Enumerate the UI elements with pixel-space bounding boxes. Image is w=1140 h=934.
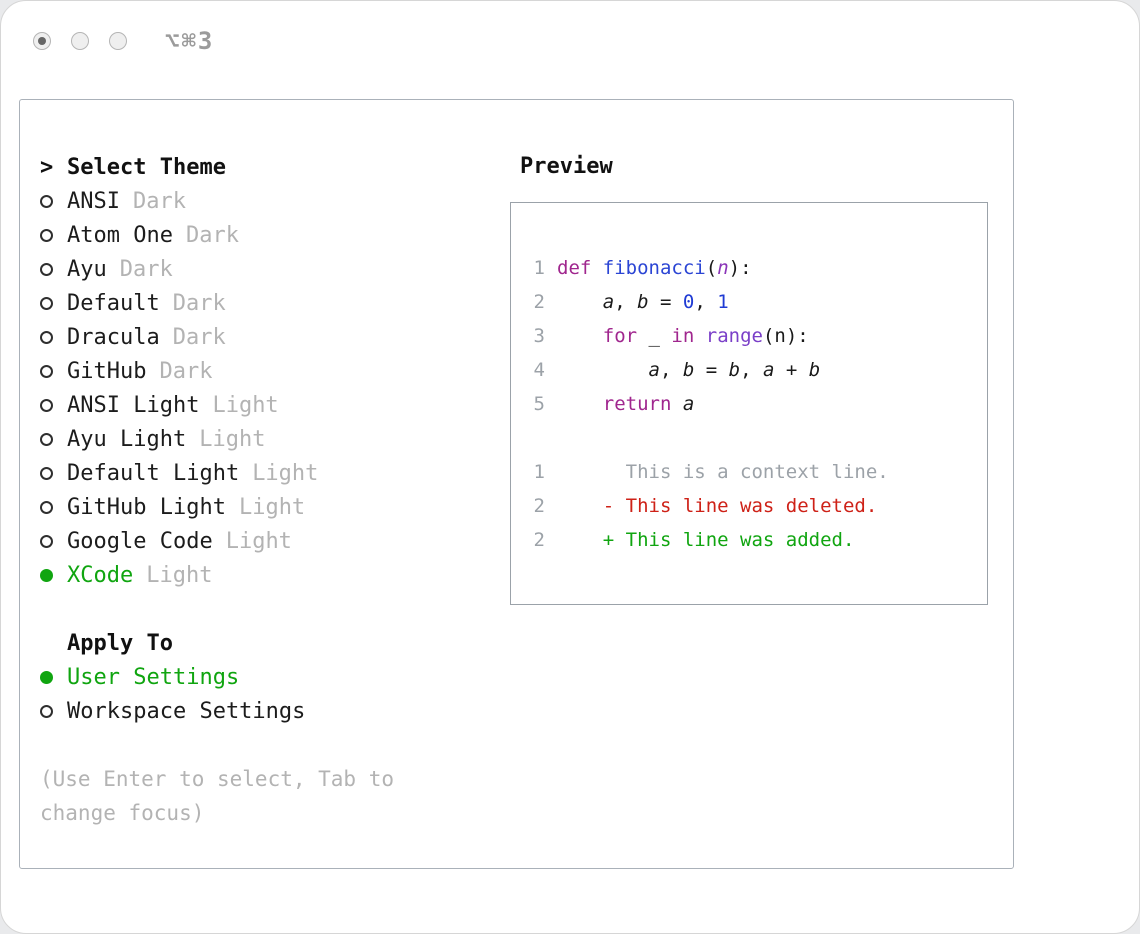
radio-icon (40, 330, 53, 344)
code-line: 2 - This line was deleted. (533, 489, 971, 523)
variant-label: Light (238, 494, 306, 520)
line-number: 1 (533, 257, 545, 279)
option-label: Ayu Light (67, 426, 187, 452)
option-label: User Settings (67, 664, 240, 690)
code-text: a, b = 0, 1 (602, 291, 729, 313)
variant-label: Light (146, 562, 213, 588)
theme-option[interactable]: Dracula Dark (40, 320, 490, 354)
radio-icon (40, 500, 53, 514)
theme-option[interactable]: ANSI Light Light (40, 388, 490, 422)
apply-to-title: Apply To (40, 626, 490, 660)
code-line: 2 a, b = 0, 1 (533, 285, 971, 319)
theme-option[interactable]: Ayu Dark (40, 252, 490, 286)
theme-option[interactable]: Google Code Light (40, 524, 490, 558)
option-label: ANSI (67, 188, 120, 214)
option-label: GitHub (67, 358, 147, 384)
radio-selected-icon (40, 670, 53, 684)
window-control-zoom-icon[interactable] (109, 32, 127, 50)
line-number: 5 (533, 393, 545, 415)
line-number: 2 (533, 529, 545, 551)
window-control-minimize-icon[interactable] (71, 32, 89, 50)
option-label: Ayu (67, 256, 107, 282)
code-line: 3 for _ in range(n): (533, 319, 971, 353)
radio-icon (40, 262, 53, 276)
select-theme-title: > Select Theme (40, 150, 490, 184)
option-label: Default (67, 290, 160, 316)
theme-option[interactable]: GitHub Light Light (40, 490, 490, 524)
radio-icon (40, 364, 53, 378)
variant-label: Dark (132, 188, 186, 214)
code-text: a, b = b, a + b (648, 359, 821, 381)
radio-icon (40, 296, 53, 310)
code-text: return a (602, 393, 695, 415)
theme-option[interactable]: GitHub Dark (40, 354, 490, 388)
option-label: ANSI Light (67, 392, 200, 418)
code-line (533, 421, 971, 455)
usage-hint: (Use Enter to select, Tab to change focu… (40, 767, 395, 825)
code-text: def fibonacci(n): (557, 257, 752, 279)
preview-title: Preview (520, 154, 613, 179)
theme-option[interactable]: ANSI Dark (40, 184, 490, 218)
radio-icon (40, 228, 53, 242)
apply-to-option[interactable]: Workspace Settings (40, 694, 490, 728)
option-label: Atom One (67, 222, 173, 248)
line-number: 3 (533, 325, 545, 347)
window-control-close-icon[interactable] (33, 32, 51, 50)
code-text: for _ in range(n): (602, 325, 809, 347)
prompt-cursor: > (40, 154, 54, 180)
theme-option[interactable]: Atom One Dark (40, 218, 490, 252)
theme-option[interactable]: XCode Light (40, 558, 490, 592)
code-text: This is a context line. (557, 461, 889, 483)
radio-icon (40, 534, 53, 548)
option-label: Dracula (67, 324, 160, 350)
line-number: 2 (533, 291, 545, 313)
variant-label: Dark (159, 358, 213, 384)
radio-icon (40, 194, 53, 208)
select-theme-title-label: Select Theme (67, 154, 226, 180)
variant-label: Dark (172, 290, 226, 316)
variant-label: Dark (185, 222, 239, 248)
variant-label: Light (225, 528, 292, 554)
radio-icon (40, 432, 53, 446)
radio-icon (40, 466, 53, 480)
variant-label: Dark (119, 256, 173, 282)
apply-to-title-label: Apply To (67, 630, 173, 656)
code-line: 5 return a (533, 387, 971, 421)
line-number: 2 (533, 495, 545, 517)
theme-option[interactable]: Default Light Light (40, 456, 490, 490)
variant-label: Light (252, 460, 319, 486)
code-line: 2 + This line was added. (533, 523, 971, 557)
theme-option[interactable]: Ayu Light Light (40, 422, 490, 456)
keyboard-shortcut-label: ⌥⌘3 (165, 27, 215, 55)
option-label: Workspace Settings (67, 698, 306, 724)
option-label: GitHub Light (67, 494, 226, 520)
option-label: Google Code (67, 528, 213, 554)
code-text: + This line was added. (557, 529, 855, 551)
variant-label: Light (212, 392, 279, 418)
code-line: 1 def fibonacci(n): (533, 251, 971, 285)
option-label: XCode (67, 562, 134, 588)
option-label: Default Light (67, 460, 240, 486)
titlebar: ⌥⌘3 (33, 27, 214, 55)
code-line: 4 a, b = b, a + b (533, 353, 971, 387)
code-line: 1 This is a context line. (533, 455, 971, 489)
variant-label: Dark (172, 324, 226, 350)
code-text: - This line was deleted. (557, 495, 878, 517)
variant-label: Light (199, 426, 266, 452)
window-controls (33, 32, 127, 50)
radio-icon (40, 398, 53, 412)
radio-icon (40, 704, 53, 718)
theme-option[interactable]: Default Dark (40, 286, 490, 320)
line-number: 1 (533, 461, 545, 483)
radio-selected-icon (40, 568, 53, 582)
apply-to-option[interactable]: User Settings (40, 660, 490, 694)
line-number: 4 (533, 359, 545, 381)
